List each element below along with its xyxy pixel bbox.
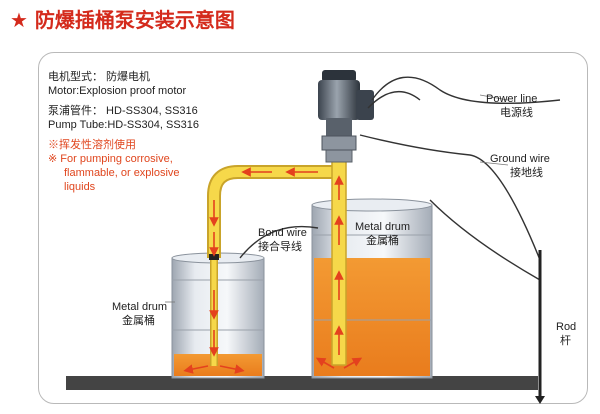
ground-wire-drum [429,199,541,281]
floor [66,376,538,390]
power-line-label-cn: 电源线 [500,107,533,119]
power-line [371,76,561,105]
explosion-proof-motor [318,70,374,151]
pump-tube-en: Pump Tube:HD-SS304, SS316 [48,119,200,131]
note-en-line-1: ※ For pumping corrosive, [48,153,173,165]
leader-lines [165,94,509,303]
flow-arrows [183,167,363,374]
bond-wire-label-en: Bond wire [258,227,307,239]
rod-label-cn: 杆 [560,335,571,347]
large-drum-label-cn: 金属桶 [366,235,399,247]
star-icon: ★ [10,8,28,32]
rod-label-en: Rod [556,321,577,333]
small-drum-label-cn: 金属桶 [122,315,155,327]
note-en-line-3: liquids [64,181,96,193]
small-drum-label-en: Metal drum [112,301,168,313]
ground-wire [359,134,541,261]
title-text: 防爆插桶泵安装示意图 [34,8,235,32]
motor-type-cn: 电机型式： 防爆电机 [48,71,151,83]
bond-wire-label-cn: 接合导线 [258,241,302,253]
ground-wire-label-cn: 接地线 [510,167,543,179]
bond-wire [239,225,319,259]
note-en-line-2: flammable, or explosive [64,167,180,179]
power-line-label-en: Power line [486,93,538,105]
page-title: ★ 防爆插桶泵安装示意图 [10,4,235,33]
wires [239,76,561,281]
pump-tube-cn: 泵浦管件： HD-SS304, SS316 [48,105,198,117]
power-line-inner [367,91,421,109]
motor-type-en: Motor:Explosion proof motor [48,85,187,97]
large-drum-label-en: Metal drum [355,221,411,233]
note-cn: ※挥发性溶剂使用 [48,139,136,151]
ground-wire-label-en: Ground wire [490,153,550,165]
grounding-rod [535,250,545,404]
